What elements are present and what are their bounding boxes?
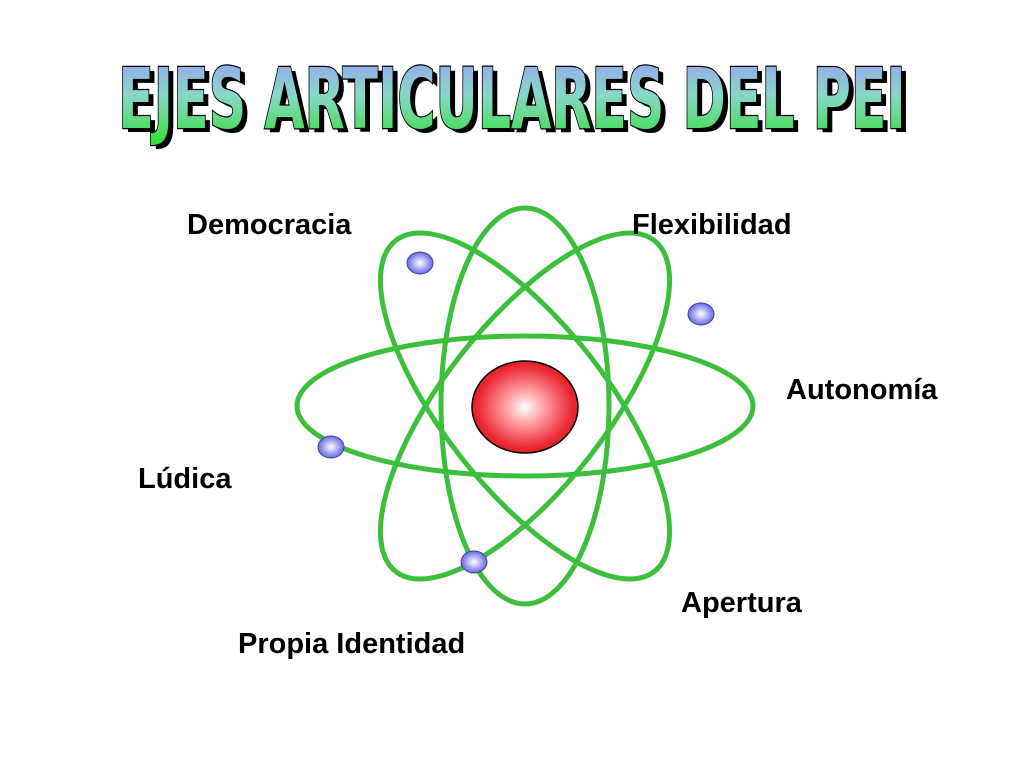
page-title: EJES ARTICULARES DEL PEI (118, 51, 906, 148)
label-apertura: Apertura (681, 587, 802, 619)
label-democracia: Democracia (187, 209, 352, 241)
nucleus (471, 360, 579, 454)
electron-right (687, 302, 715, 326)
orbit-vertical (438, 205, 612, 607)
electron-top (406, 251, 434, 275)
orbit-diagonal-left (377, 230, 673, 582)
label-flexibilidad: Flexibilidad (632, 209, 792, 241)
orbit-horizontal (294, 333, 756, 479)
electron-left (317, 435, 345, 459)
label-autonomia: Autonomía (786, 374, 938, 406)
label-propia-identidad: Propia Identidad (238, 628, 466, 660)
title-shadow: EJES ARTICULARES DEL PEI (123, 55, 911, 152)
title-wordart: EJES ARTICULARES DEL PEI EJES ARTICULARE… (117, 50, 911, 152)
electron-bottom (460, 550, 488, 574)
orbit-diagonal-right (377, 230, 673, 582)
label-ludica: Lúdica (138, 463, 232, 495)
